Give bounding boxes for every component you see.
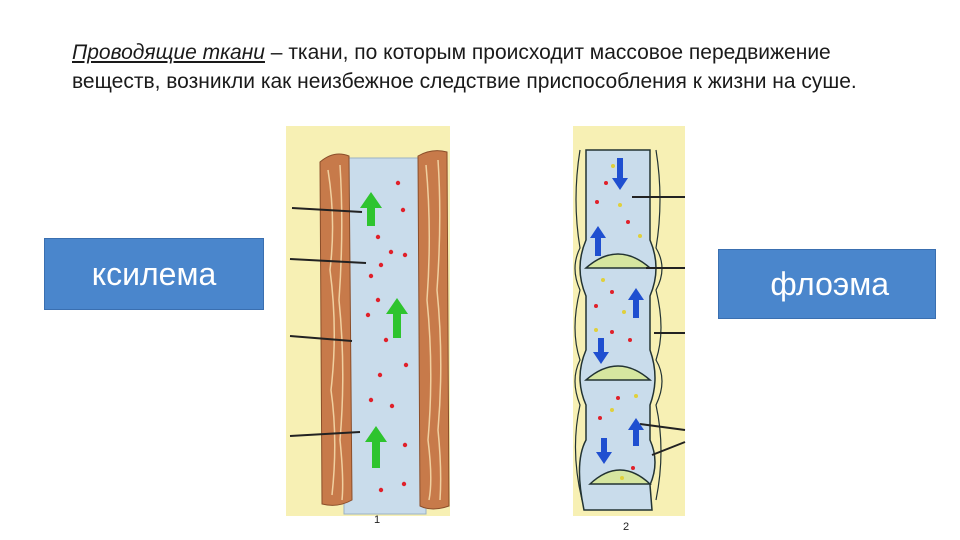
phloem-label: флоэма bbox=[718, 249, 936, 319]
xylem-right-wall bbox=[418, 151, 449, 509]
phloem-illustration bbox=[573, 126, 685, 516]
figure-number-2: 2 bbox=[623, 521, 629, 533]
sieve-tube bbox=[579, 150, 656, 510]
xylem-left-wall bbox=[320, 154, 352, 505]
xylem-label: ксилема bbox=[44, 238, 264, 310]
figure-number-1: 1 bbox=[374, 514, 380, 526]
xylem-illustration bbox=[286, 126, 450, 516]
